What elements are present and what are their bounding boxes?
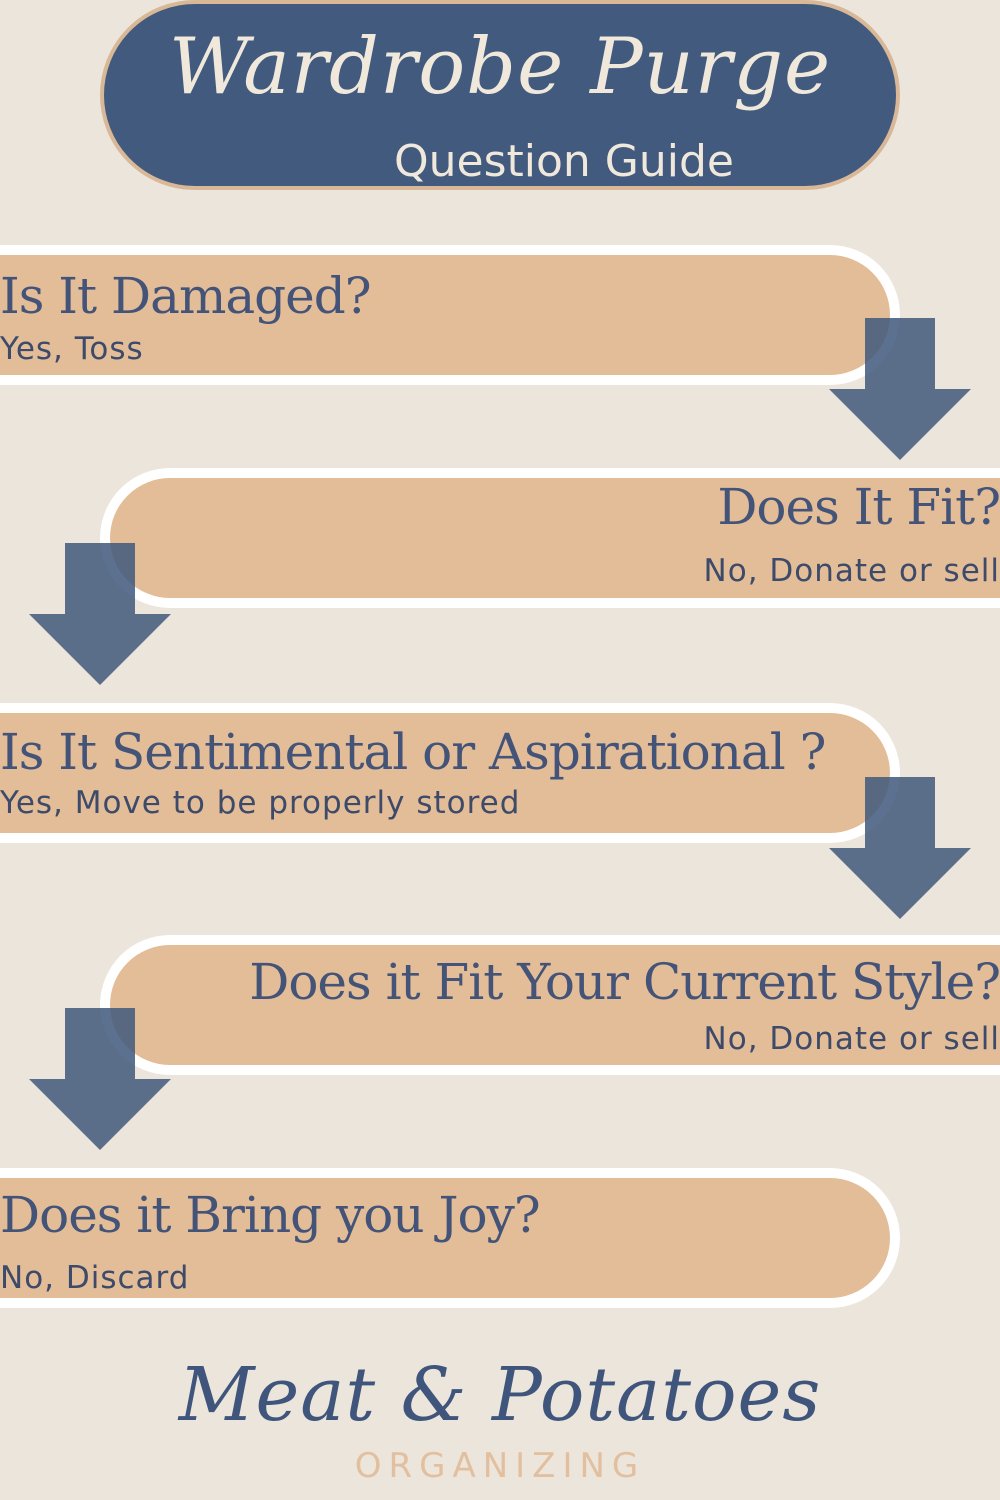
brand-tagline: ORGANIZING: [354, 1446, 646, 1486]
step-question: Is It Sentimental or Aspirational ?: [0, 723, 826, 781]
step-fit: Does It Fit? No, Donate or sell: [100, 468, 1000, 608]
step-question: Does it Bring you Joy?: [0, 1186, 541, 1244]
step-question: Does It Fit?: [717, 478, 1000, 536]
step-answer: Yes, Move to be properly stored: [0, 785, 521, 821]
step-question: Is It Damaged?: [0, 267, 372, 325]
title-banner: Wardrobe Purge Question Guide: [100, 0, 900, 190]
brand-logo: Meat & Potatoes: [178, 1352, 822, 1438]
down-arrow-icon: [29, 543, 171, 685]
page-title: Wardrobe Purge: [168, 22, 832, 112]
step-sentimental: Is It Sentimental or Aspirational ? Yes,…: [0, 703, 900, 843]
step-answer: Yes, Toss: [0, 331, 144, 367]
down-arrow-icon: [29, 1008, 171, 1150]
step-question: Does it Fit Your Current Style?: [249, 953, 1000, 1011]
page-subtitle: Question Guide: [394, 136, 734, 187]
step-style: Does it Fit Your Current Style? No, Dona…: [100, 935, 1000, 1075]
step-joy: Does it Bring you Joy? No, Discard: [0, 1168, 900, 1308]
step-damaged: Is It Damaged? Yes, Toss: [0, 245, 900, 385]
down-arrow-icon: [829, 777, 971, 919]
down-arrow-icon: [829, 318, 971, 460]
step-answer: No, Donate or sell: [703, 1021, 1000, 1057]
step-answer: No, Donate or sell: [703, 553, 1000, 589]
step-answer: No, Discard: [0, 1260, 190, 1296]
